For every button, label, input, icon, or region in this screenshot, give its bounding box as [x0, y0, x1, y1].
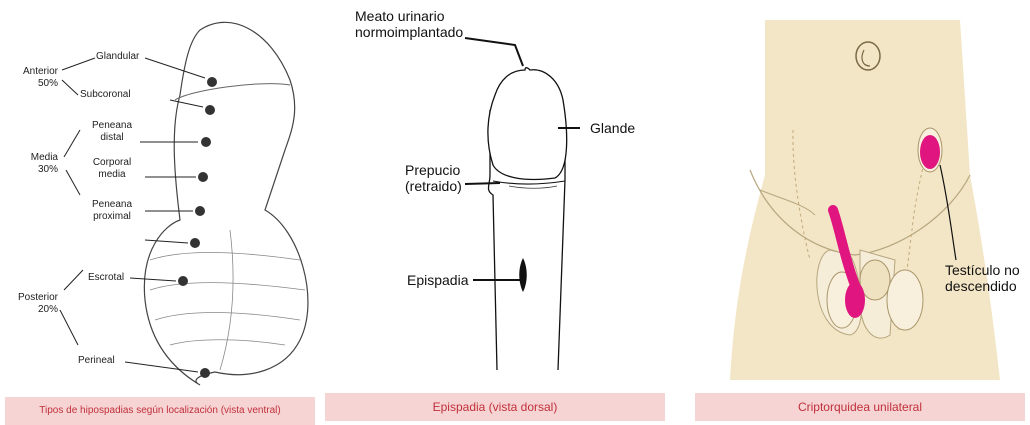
hypospadias-dot-subcoronal [205, 105, 215, 115]
hypospadias-dot-corporal-media [198, 172, 208, 182]
cryptorchidism-illustration [730, 20, 1000, 380]
location-escrotal: Escrotal [88, 272, 125, 283]
epispadias-caption: Epispadia (vista dorsal) [325, 393, 665, 421]
location-peneana-distal: Peneana distal [91, 120, 133, 143]
cryptorchidism-panel: Testículo no descendido Criptorquidea un… [690, 0, 1030, 423]
location-glandular: Glandular [96, 51, 140, 62]
hypospadias-dot-glandular [207, 77, 217, 87]
hypospadias-caption: Tipos de hipospadias según localización … [5, 397, 315, 425]
label-prepucio: Prepucio (retraido) [405, 162, 462, 194]
epispadias-opening [519, 258, 527, 292]
hypospadias-illustration [59, 21, 309, 386]
label-epispadia: Epispadia [407, 272, 469, 288]
descended-testis [845, 282, 865, 318]
hypospadias-dot-peneana-proximal [195, 206, 205, 216]
epispadias-illustration [464, 37, 580, 371]
location-perineal: Perineal [78, 355, 115, 366]
epispadias-panel: Meato urinario normoimplantado Glande Pr… [325, 0, 665, 423]
label-glande: Glande [590, 120, 636, 136]
hypospadias-dot-perineal [200, 368, 210, 378]
location-peneana-proximal: Peneana proximal [91, 199, 133, 222]
location-corporal-media: Corporal media [92, 157, 132, 180]
cryptorchidism-caption: Criptorquidea unilateral [695, 393, 1025, 421]
location-subcoronal: Subcoronal [80, 89, 131, 100]
hypospadias-dot-escrotal [178, 276, 188, 286]
hypospadias-dot-peneana-distal [201, 137, 211, 147]
hypospadias-dot-penoscrotal [190, 238, 200, 248]
label-meato-urinario: Meato urinario normoimplantado [355, 8, 464, 40]
undescended-testis [920, 135, 940, 169]
label-testiculo-no-descendido: Testículo no descendido [945, 262, 1020, 294]
